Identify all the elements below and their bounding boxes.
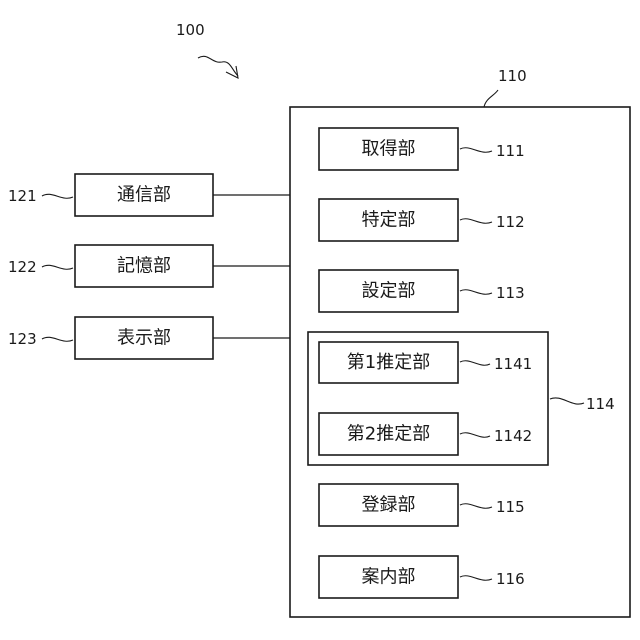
system-arrow <box>198 56 238 76</box>
unit-second-estimation-label: 第2推定部 <box>347 424 430 445</box>
unit-first-estimation: 第1推定部 1141 <box>319 342 532 383</box>
external-storage-label: 記憶部 <box>117 256 171 277</box>
unit-guidance-ref: 116 <box>496 570 525 588</box>
unit-guidance: 案内部 116 <box>319 556 525 598</box>
unit-registration-ref: 115 <box>496 498 525 516</box>
unit-setting-leader <box>460 290 492 294</box>
unit-registration: 登録部 115 <box>319 484 525 526</box>
unit-setting-ref: 113 <box>496 284 525 302</box>
unit-second-estimation-leader <box>460 433 490 437</box>
unit-setting-label: 設定部 <box>362 281 416 302</box>
unit-first-estimation-label: 第1推定部 <box>347 352 430 373</box>
estimation-group-leader <box>550 398 584 404</box>
unit-guidance-label: 案内部 <box>362 567 416 588</box>
unit-first-estimation-ref: 1141 <box>494 355 532 373</box>
device-ref: 110 <box>498 67 527 85</box>
external-storage-leader <box>42 265 73 269</box>
unit-first-estimation-leader <box>460 361 490 365</box>
external-communication-leader <box>42 194 73 198</box>
external-communication-ref: 121 <box>8 187 37 205</box>
unit-setting: 設定部 113 <box>319 270 525 312</box>
estimation-group: 114 第1推定部 1141 第2推定部 1142 <box>308 332 615 465</box>
unit-registration-label: 登録部 <box>362 495 416 516</box>
unit-acquisition-ref: 111 <box>496 142 525 160</box>
unit-acquisition-label: 取得部 <box>362 139 416 160</box>
external-storage-ref: 122 <box>8 258 37 276</box>
estimation-group-ref: 114 <box>586 395 615 413</box>
unit-identification: 特定部 112 <box>319 199 525 241</box>
unit-acquisition-leader <box>460 148 492 152</box>
unit-identification-leader <box>460 219 492 223</box>
unit-acquisition: 取得部 111 <box>319 128 525 170</box>
unit-guidance-leader <box>460 576 492 580</box>
unit-second-estimation: 第2推定部 1142 <box>319 413 532 455</box>
external-storage: 記憶部 122 <box>8 245 290 287</box>
external-display: 表示部 123 <box>8 317 290 359</box>
unit-identification-ref: 112 <box>496 213 525 231</box>
device-leader <box>484 90 498 107</box>
unit-identification-label: 特定部 <box>362 210 416 231</box>
external-display-leader <box>42 337 73 341</box>
unit-second-estimation-ref: 1142 <box>494 427 532 445</box>
external-display-label: 表示部 <box>117 328 171 349</box>
system-ref: 100 <box>176 21 205 39</box>
external-display-ref: 123 <box>8 330 37 348</box>
external-communication-label: 通信部 <box>117 185 171 206</box>
unit-registration-leader <box>460 504 492 508</box>
external-communication: 通信部 121 <box>8 174 290 216</box>
